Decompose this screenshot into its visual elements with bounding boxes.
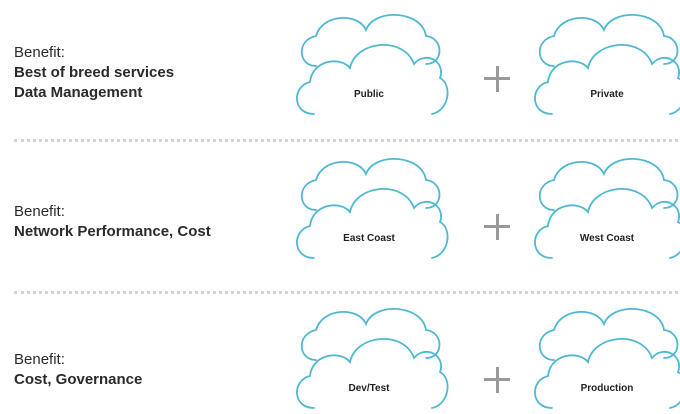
cloud-label: Public — [353, 89, 384, 100]
cloud-private: Private — [532, 6, 680, 116]
cloud-east-coast: East Coast — [294, 150, 449, 260]
row-divider — [14, 291, 678, 294]
benefit-value: Network Performance, Cost — [14, 223, 211, 240]
cloud-icon — [534, 158, 680, 259]
benefit-value: Data Management — [14, 84, 143, 101]
benefit-label: Benefit: — [14, 351, 65, 368]
cloud-label: Production — [580, 383, 634, 394]
benefit-label: Benefit: — [14, 203, 65, 220]
benefit-value: Cost, Governance — [14, 371, 143, 388]
cloud-icon — [296, 308, 449, 409]
cloud-west-coast: West Coast — [532, 150, 680, 260]
cloud-icon — [296, 14, 449, 115]
benefit-row-2: Benefit: Network Performance, Cost — [0, 140, 680, 290]
cloud-icon — [534, 308, 680, 409]
plus-icon — [484, 367, 510, 393]
benefit-row-1: Benefit: Best of breed services Data Man… — [0, 0, 680, 138]
benefit-label: Benefit: — [14, 44, 65, 61]
cloud-icon — [534, 14, 680, 115]
cloud-label: West Coast — [579, 233, 635, 244]
cloud-dev-test: Dev/Test — [294, 300, 449, 410]
benefit-text-block: Benefit: Network Performance, Cost — [14, 202, 211, 242]
cloud-icon — [296, 158, 449, 259]
benefit-row-3: Benefit: Cost, Governance — [0, 292, 680, 414]
benefit-text-block: Benefit: Cost, Governance — [14, 350, 142, 390]
cloud-label: East Coast — [343, 233, 395, 244]
plus-icon — [484, 66, 510, 92]
cloud-label: Dev/Test — [348, 383, 390, 394]
plus-icon — [484, 214, 510, 240]
benefit-value: Best of breed services — [14, 64, 175, 81]
benefit-text-block: Benefit: Best of breed services Data Man… — [14, 43, 174, 103]
cloud-public: Public — [294, 6, 449, 116]
cloud-production: Production — [532, 300, 680, 410]
cloud-label: Private — [590, 89, 624, 100]
row-divider — [14, 139, 678, 142]
